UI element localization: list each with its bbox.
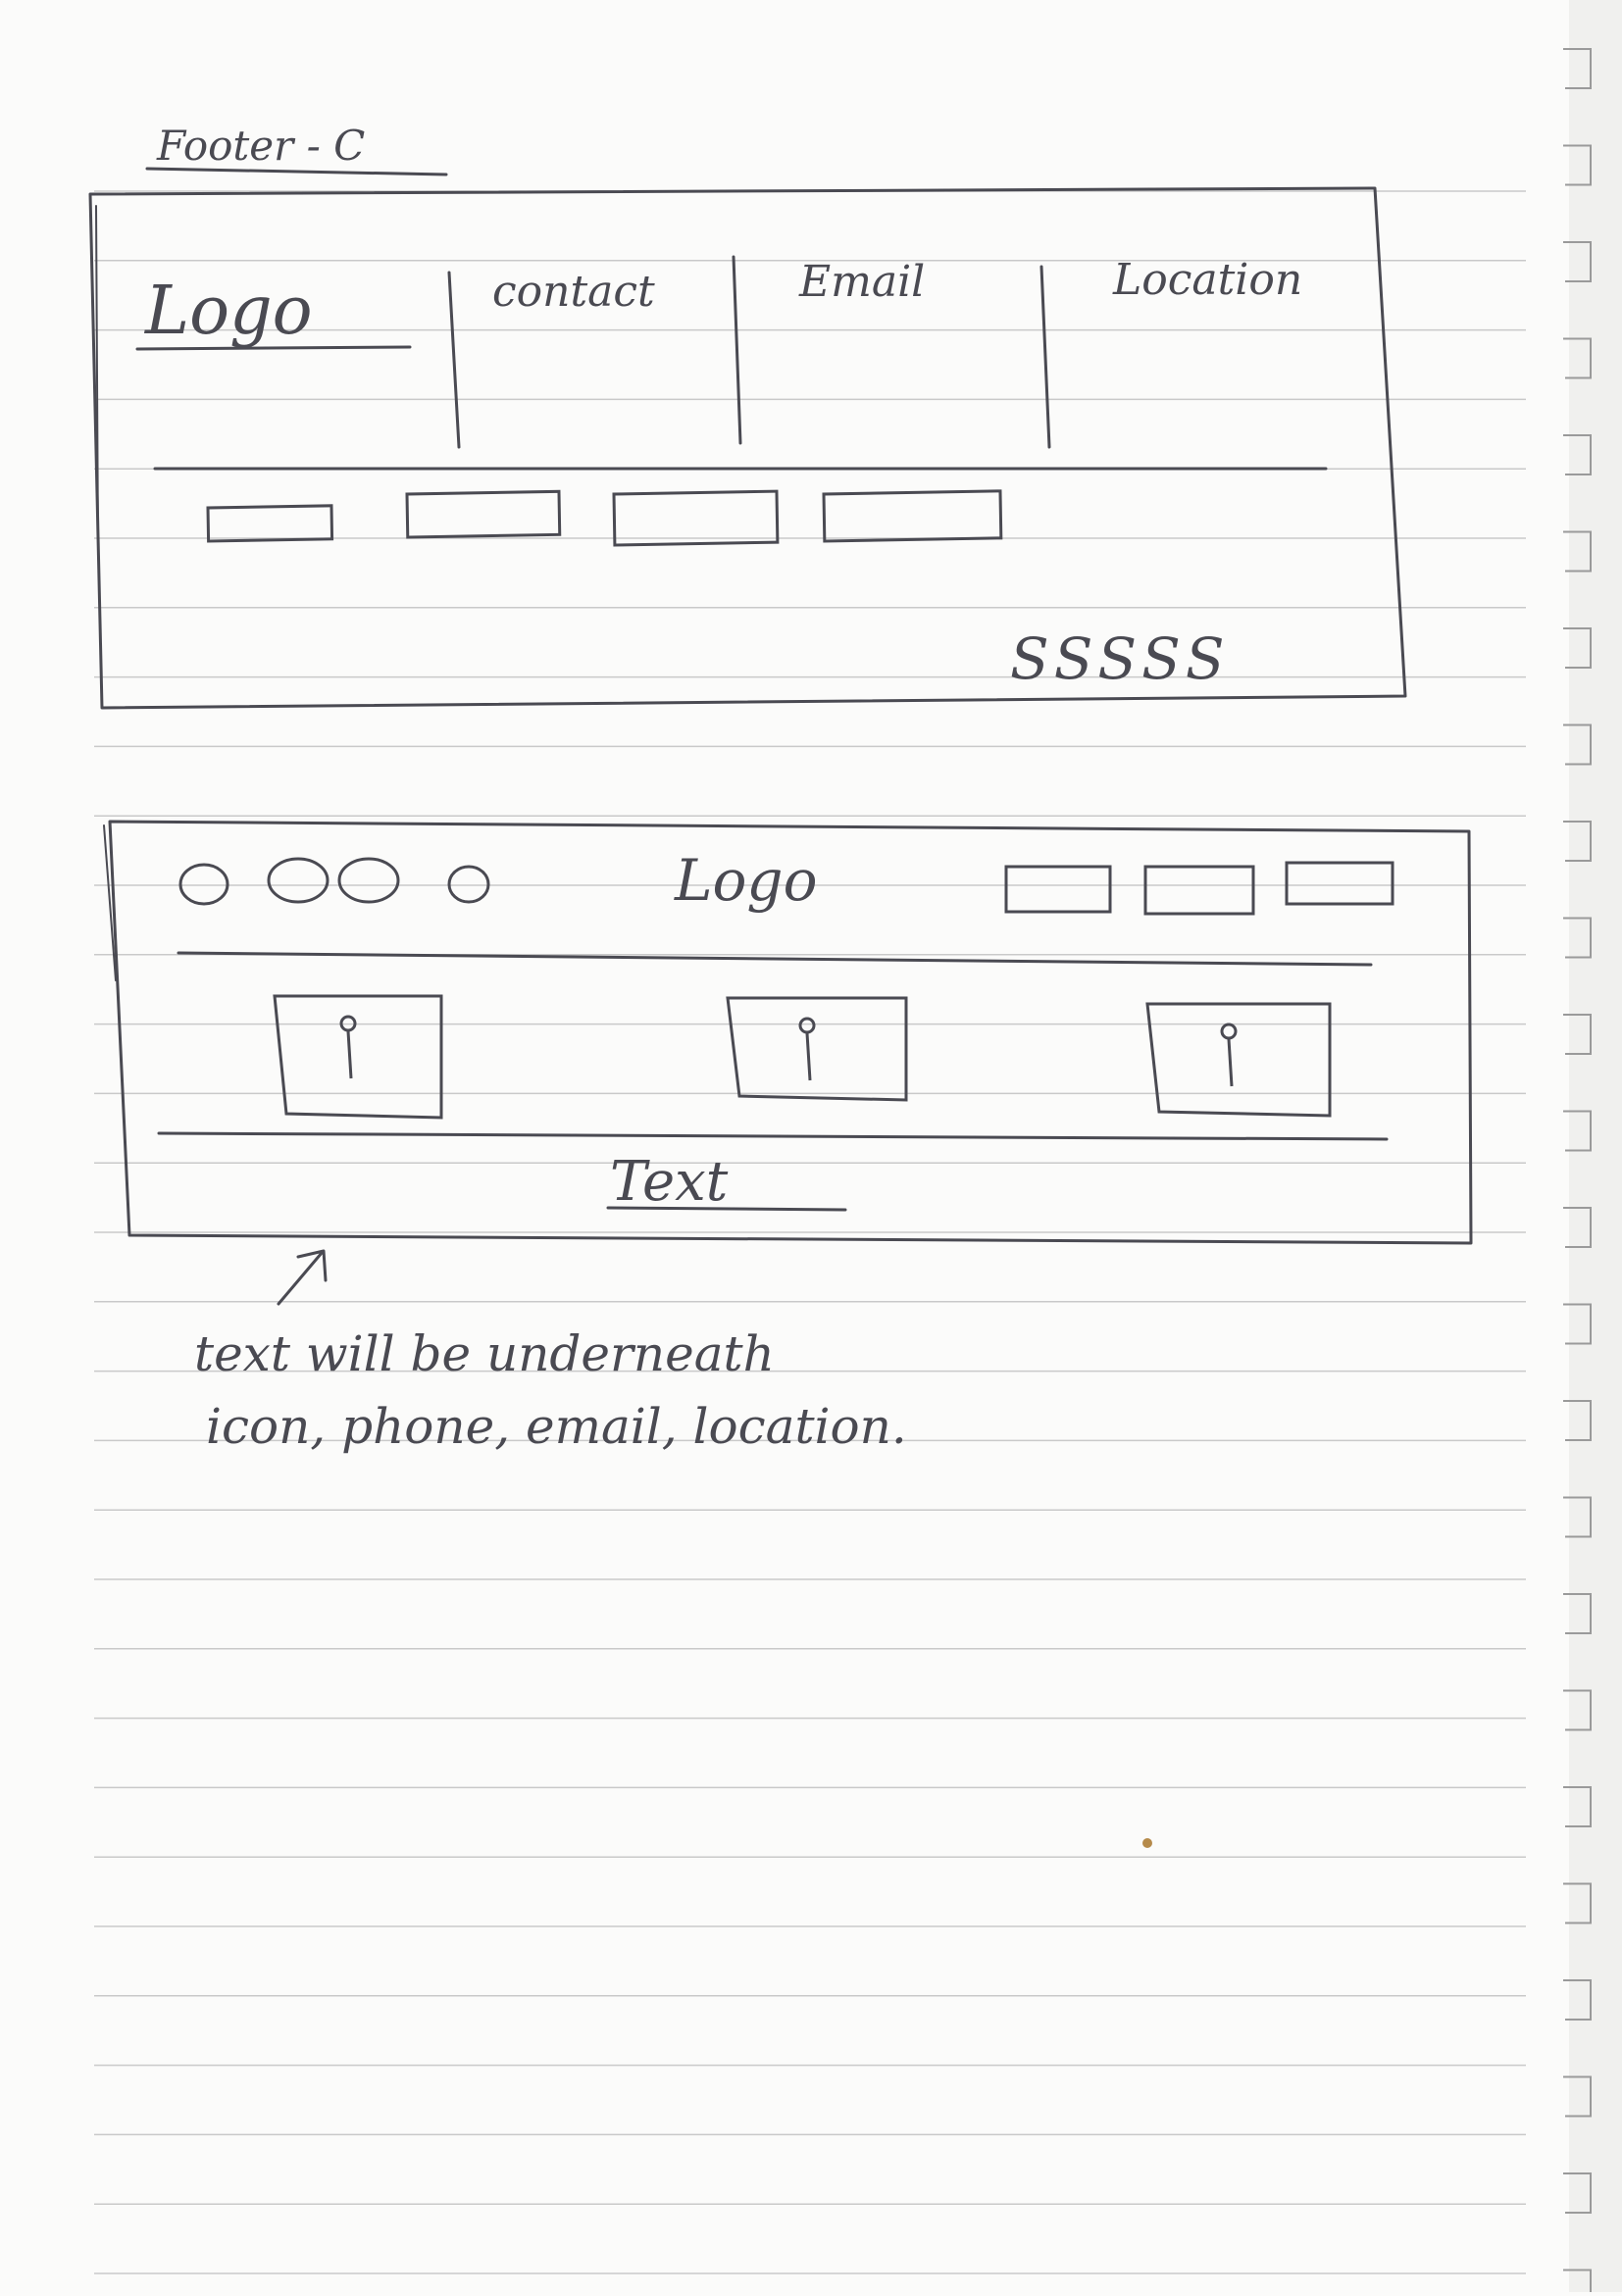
wireframe-2-social-icons xyxy=(178,857,490,906)
pin-stem xyxy=(805,1032,812,1081)
column-divider xyxy=(1039,265,1051,449)
note-line-2: icon, phone, email, location. xyxy=(206,1398,907,1455)
perforation-hole xyxy=(1563,434,1592,475)
perforation-hole xyxy=(1563,627,1592,669)
nav-box xyxy=(206,504,334,543)
perforation-hole xyxy=(1563,1014,1592,1055)
column-location: Location xyxy=(1112,255,1302,305)
perforation-hole xyxy=(1563,144,1592,186)
perforation-hole xyxy=(1563,1207,1592,1248)
torn-strip xyxy=(1569,0,1622,2292)
stain-dot xyxy=(1142,1838,1152,1848)
perforation-hole xyxy=(1563,48,1592,89)
nav-box xyxy=(822,489,1003,543)
perforation-hole xyxy=(1563,1882,1592,1924)
wireframe-1-logo: Logo xyxy=(143,273,313,350)
ruled-lines xyxy=(94,190,1526,2274)
wireframe-2-divider-bottom xyxy=(157,1131,1389,1141)
column-email: Email xyxy=(798,257,925,307)
info-box-frame xyxy=(273,994,443,1120)
perforation-hole xyxy=(1563,1303,1592,1345)
arrow-up-icon xyxy=(277,1249,328,1306)
wireframe-1-nav-boxes xyxy=(206,489,1003,547)
location-pin-icon xyxy=(798,1017,816,1034)
perforation-hole xyxy=(1563,1979,1592,2021)
page-label-underline xyxy=(145,167,448,176)
info-icon-box xyxy=(1145,1002,1332,1118)
nav-box xyxy=(1004,865,1112,914)
nav-box xyxy=(1285,861,1394,906)
perforation-hole xyxy=(1563,1689,1592,1731)
perforation-hole xyxy=(1563,530,1592,573)
perforation-hole xyxy=(1563,724,1592,766)
wireframe-2-info-icons xyxy=(273,994,1332,1120)
social-circle-icon xyxy=(178,863,229,906)
info-box-frame xyxy=(1145,1002,1332,1118)
wireframe-2-divider-top xyxy=(177,951,1373,967)
page-label: Footer - C xyxy=(156,122,365,170)
nav-box xyxy=(405,489,562,539)
info-icon-box xyxy=(726,996,908,1102)
perforation-hole xyxy=(1563,241,1592,282)
perforation-hole xyxy=(1563,2172,1592,2214)
perforation-hole xyxy=(1563,2269,1592,2296)
perforation-hole xyxy=(1563,821,1592,862)
location-pin-icon xyxy=(339,1015,357,1032)
perforation-hole xyxy=(1563,337,1592,379)
wireframe-2-frame xyxy=(108,820,1473,1245)
social-text: SSSSS xyxy=(1010,625,1231,692)
wireframe-2-nav-boxes xyxy=(1004,861,1394,916)
pin-stem xyxy=(346,1030,353,1079)
social-circle-icon xyxy=(267,857,329,904)
social-circle-icon xyxy=(447,865,490,904)
info-box-frame xyxy=(726,996,908,1102)
perforation-hole xyxy=(1563,1786,1592,1827)
perforation-hole xyxy=(1563,2075,1592,2118)
nav-box xyxy=(612,489,780,547)
perforation-hole xyxy=(1563,1400,1592,1441)
perforated-edge xyxy=(1563,0,1622,2296)
perforation-hole xyxy=(1563,917,1592,959)
footer-wireframe-1: Logo contact Email Location SSSSS xyxy=(88,186,1407,710)
perforation-hole xyxy=(1563,1593,1592,1634)
social-circle-icon xyxy=(337,857,400,904)
footer-wireframe-2: Logo Text xyxy=(103,820,1473,1245)
info-icon-box xyxy=(273,994,443,1120)
wireframe-2-logo: Logo xyxy=(674,847,817,914)
perforation-hole xyxy=(1563,1110,1592,1152)
note-line-1: text will be underneath xyxy=(194,1325,775,1382)
column-divider xyxy=(447,271,461,449)
wireframe-2-bottom-text: Text xyxy=(610,1150,729,1214)
column-divider xyxy=(732,255,742,445)
column-contact: contact xyxy=(492,267,655,317)
location-pin-icon xyxy=(1220,1023,1238,1040)
bottom-text-underline xyxy=(606,1206,847,1212)
wireframe-1-logo-underline xyxy=(135,345,412,351)
perforation-hole xyxy=(1563,1496,1592,1538)
pin-stem xyxy=(1227,1038,1234,1087)
nav-box xyxy=(1143,865,1255,916)
